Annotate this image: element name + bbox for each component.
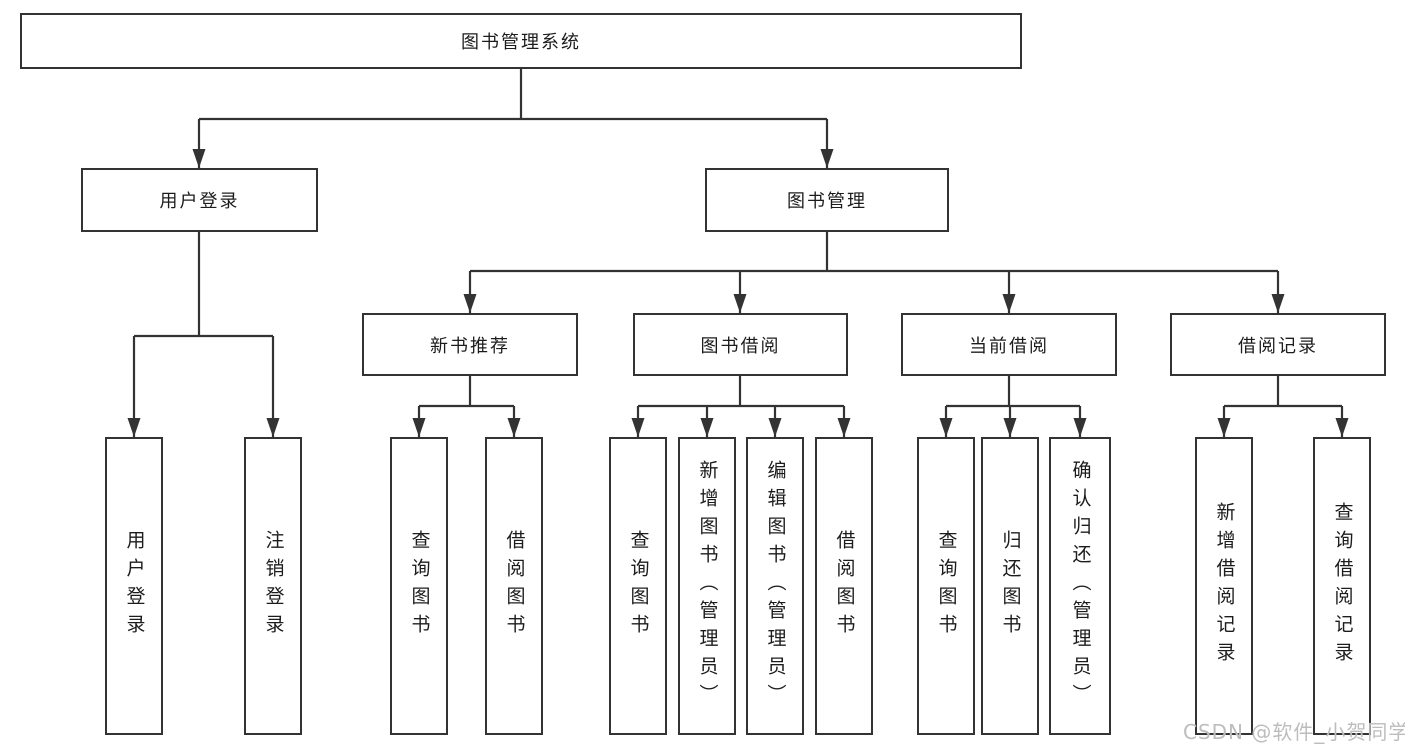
leaf-return-books: 归还图书: [981, 437, 1039, 735]
node-label: 归还图书: [999, 530, 1022, 642]
node-book-management: 图书管理: [705, 168, 949, 232]
node-label: 确认归还（管理员）: [1069, 460, 1092, 712]
node-label: 新增借阅记录: [1213, 502, 1236, 670]
leaf-logout: 注销登录: [244, 437, 302, 735]
leaf-user-login: 用户登录: [105, 437, 163, 735]
csdn-watermark: CSDN @软件_小贺同学: [1183, 720, 1405, 744]
node-label: 借阅记录: [1238, 335, 1318, 357]
node-label: 新增图书（管理员）: [696, 460, 719, 712]
leaf-query-books-borrowing: 查询图书: [609, 437, 667, 735]
node-label: 用户登录: [123, 530, 146, 642]
node-label: 借阅图书: [833, 530, 856, 642]
node-label: 查询借阅记录: [1331, 502, 1354, 670]
node-new-book-recommendation: 新书推荐: [362, 313, 578, 376]
node-label: 用户登录: [159, 191, 240, 212]
leaf-query-books-current: 查询图书: [917, 437, 975, 735]
leaf-borrow-books: 借阅图书: [815, 437, 873, 735]
leaf-borrow-books-recommend: 借阅图书: [485, 437, 543, 735]
node-label: 新书推荐: [430, 335, 510, 357]
leaf-add-book-admin: 新增图书（管理员）: [678, 437, 736, 735]
node-label: 注销登录: [262, 530, 285, 642]
node-current-borrowing: 当前借阅: [901, 313, 1117, 376]
node-label: 图书借阅: [700, 335, 781, 357]
leaf-add-borrow-record: 新增借阅记录: [1195, 437, 1253, 735]
leaf-query-books-recommend: 查询图书: [390, 437, 448, 735]
node-book-borrowing: 图书借阅: [633, 313, 848, 376]
leaf-edit-book-admin: 编辑图书（管理员）: [746, 437, 804, 735]
node-label: 编辑图书（管理员）: [764, 460, 787, 712]
node-label: 当前借阅: [969, 335, 1049, 357]
node-library-management-system: 图书管理系统: [20, 13, 1022, 69]
node-label: 查询图书: [935, 530, 958, 642]
node-label: 查询图书: [627, 530, 650, 642]
node-label: 借阅图书: [503, 530, 526, 642]
node-user-login: 用户登录: [81, 168, 318, 232]
arrowheads: [127, 149, 1349, 437]
leaf-query-borrow-record: 查询借阅记录: [1313, 437, 1371, 735]
node-label: 图书管理系统: [461, 32, 581, 53]
node-borrowing-records: 借阅记录: [1170, 313, 1386, 376]
node-label: 查询图书: [408, 530, 431, 642]
node-label: 图书管理: [787, 191, 867, 212]
leaf-confirm-return-admin: 确认归还（管理员）: [1049, 437, 1111, 735]
